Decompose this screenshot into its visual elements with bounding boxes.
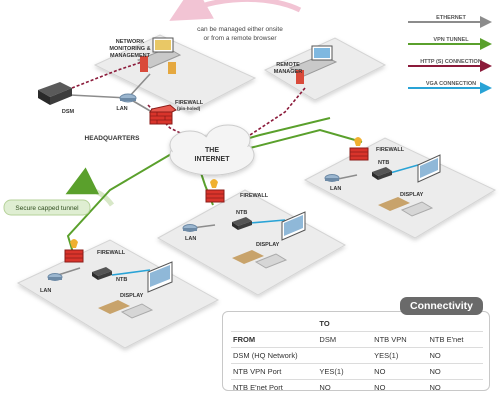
remote-manager-label-line2: MANAGER: [274, 69, 302, 75]
ntb-left-icon: [92, 267, 112, 280]
lan-left-icon: [47, 273, 63, 281]
legend: ETHERNET VPN TUNNEL HTTP (S) CONNECTION VGA…: [408, 15, 492, 94]
table-header-spacer: [231, 316, 318, 332]
table-row: DSM (HQ Network) YES(1) NO: [231, 347, 483, 364]
table-cell: [317, 347, 373, 364]
display-right-icon: [417, 154, 441, 183]
connectivity-title: Connectivity: [399, 297, 483, 315]
lan-mid-label: LAN: [185, 236, 196, 242]
table-header-spacer: [427, 316, 483, 332]
display-left-label: DISPLAY: [120, 293, 144, 299]
managed-arrow: [169, 0, 302, 21]
table-cell: NO: [374, 383, 386, 392]
lan-mid-icon: [182, 224, 198, 232]
remote-manager-label-line1: REMOTE: [276, 62, 300, 68]
remote-manager-workstation-icon: [288, 45, 338, 84]
column-header: NTB E'net: [427, 331, 483, 348]
connectivity-table: Connectivity TO FROM DSM NTB VPN NTB E'n…: [222, 297, 490, 392]
lan-right-icon: [324, 174, 340, 182]
firewall-mid-label: FIREWALL: [240, 193, 269, 199]
headquarters-label: HEADQUARTERS: [85, 135, 141, 142]
ntb-right-icon: [372, 167, 392, 180]
row-label: DSM (HQ Network): [231, 347, 318, 364]
lan-switch-hq-icon: [119, 93, 137, 103]
column-header: NTB VPN: [372, 331, 428, 348]
managed-caption-line2: or from a remote browser: [204, 35, 278, 42]
from-label: FROM: [231, 331, 318, 348]
table-cell: YES(1): [372, 347, 428, 364]
lan-right-label: LAN: [330, 186, 341, 192]
table-cell: NO: [319, 383, 331, 392]
firewall-right-icon: [349, 137, 369, 161]
lan-left-label: LAN: [40, 288, 51, 294]
table-column-row: FROM DSM NTB VPN NTB E'net: [231, 331, 483, 348]
table-header-spacer: [372, 316, 428, 332]
dsm-label: DSM: [62, 109, 75, 115]
row-label: NTB VPN Port: [231, 363, 318, 380]
firewall-hq-sublabel: (pin-holed): [177, 106, 201, 111]
firewall-mid-icon: [205, 179, 225, 203]
display-left-icon: [147, 261, 173, 293]
ntb-mid-label: NTB: [236, 210, 247, 216]
furniture-right-icon: [378, 197, 434, 217]
netmon-label-line3: MANAGEMENT: [110, 53, 151, 59]
furniture-left-icon: [98, 300, 154, 319]
row-label: NTB E'net Port: [233, 383, 283, 392]
table-row: NTB VPN Port YES(1) NO NO: [231, 363, 483, 380]
secure-tunnel-callout: [3, 199, 91, 216]
legend-label: VPN TUNNEL: [433, 37, 469, 43]
managed-caption-line1: can be managed either onsite: [197, 26, 283, 33]
internet-label-line2: INTERNET: [195, 156, 231, 163]
firewall-hq-label: FIREWALL: [175, 100, 204, 106]
netmon-label-line1: NETWORK: [116, 39, 144, 45]
internet-cloud: [169, 124, 255, 176]
dsm-server-icon: [38, 82, 72, 105]
monitoring-workstation-icon: [136, 37, 182, 74]
firewall-left-label: FIREWALL: [97, 250, 126, 256]
to-label: TO: [317, 316, 373, 332]
platform-site-left: [16, 239, 220, 349]
firewall-hq-icon: [149, 104, 177, 125]
column-header: DSM: [317, 331, 373, 348]
platform-site-middle: [156, 189, 347, 296]
table-header-row: TO: [231, 316, 483, 332]
display-right-label: DISPLAY: [400, 192, 424, 198]
table-cell: NO: [372, 363, 428, 380]
tunnel-callout-arrow: [65, 167, 115, 207]
ntb-mid-icon: [232, 217, 252, 230]
table-cell: YES(1): [317, 363, 373, 380]
vga-lines: [111, 164, 419, 276]
firewall-right-label: FIREWALL: [376, 147, 405, 153]
firewall-left-icon: [64, 239, 84, 263]
display-mid-icon: [281, 211, 306, 241]
table-cell: NO: [429, 383, 441, 392]
connectivity-grid: TO FROM DSM NTB VPN NTB E'net DSM (HQ Ne…: [231, 316, 483, 395]
secure-tunnel-label: Secure capped tunnel: [15, 205, 79, 212]
table-cell: NO: [427, 363, 483, 380]
netmon-label-line2: MONITORING &: [109, 46, 150, 52]
lan-hq-label: LAN: [116, 106, 127, 112]
furniture-mid-icon: [232, 250, 288, 269]
legend-label: ETHERNET: [436, 15, 466, 21]
display-mid-label: DISPLAY: [256, 242, 280, 248]
ntb-right-label: NTB: [378, 160, 389, 166]
internet-label-line1: THE: [205, 147, 219, 154]
legend-label: HTTP (S) CONNECTION: [420, 59, 482, 65]
ntb-left-label: NTB: [116, 277, 127, 283]
legend-label: VGA CONNECTION: [426, 81, 476, 87]
table-row: NTB E'net Port NO NO NO: [231, 380, 483, 396]
table-cell: NO: [427, 347, 483, 364]
